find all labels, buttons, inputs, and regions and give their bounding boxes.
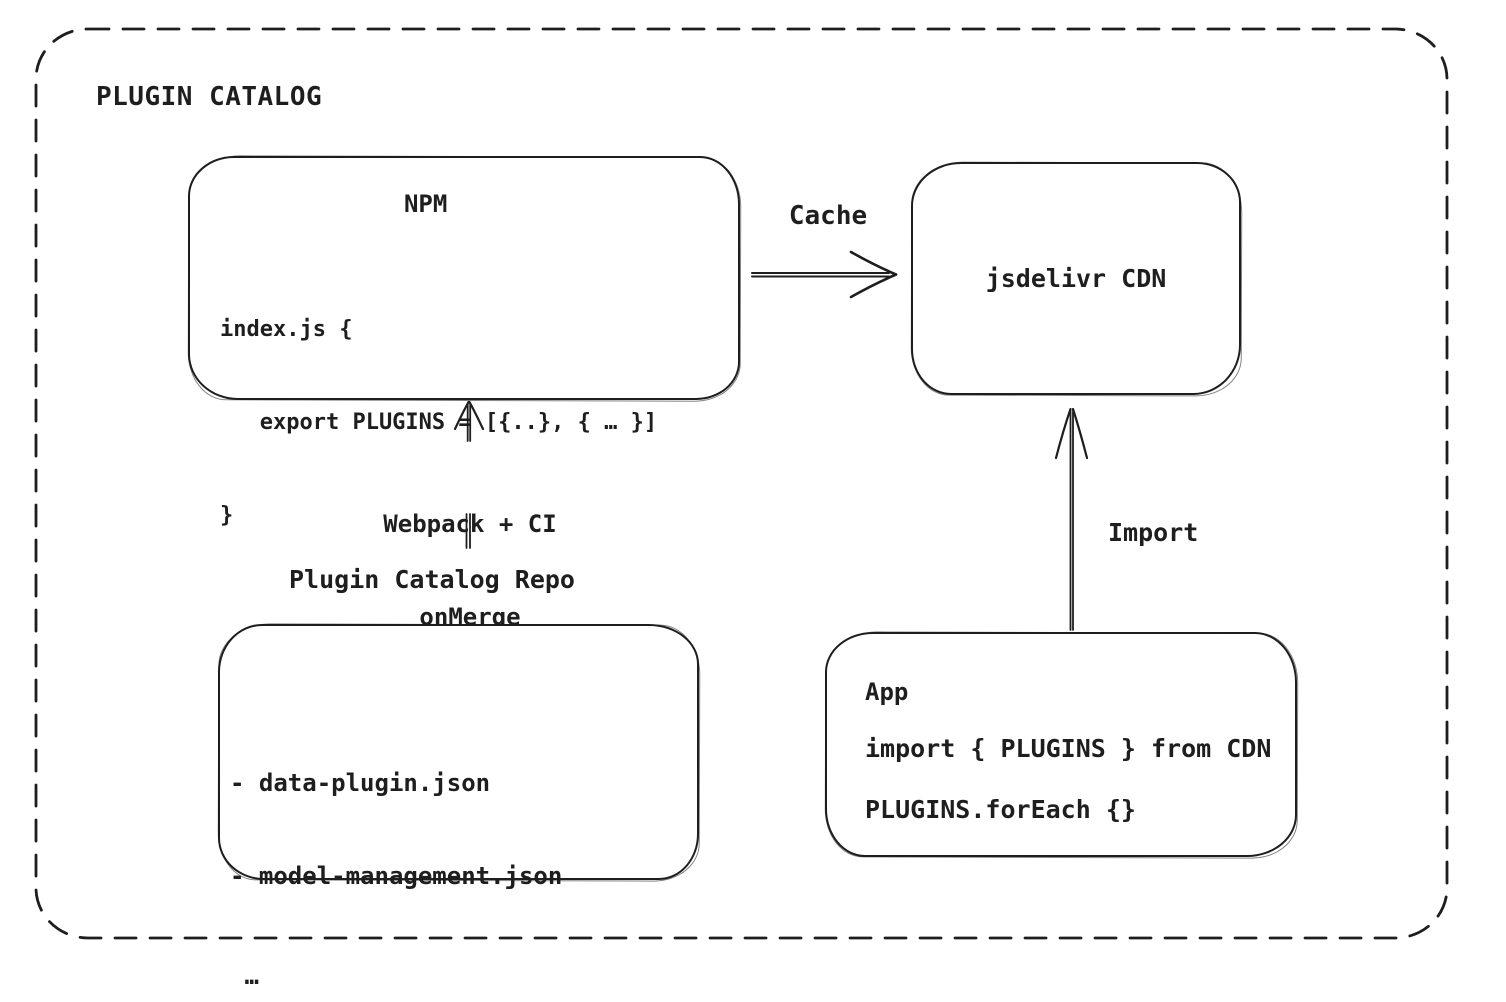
repo-node-title: Plugin Catalog Repo [289,565,575,594]
cdn-node: jsdelivr CDN [911,162,1241,395]
import-edge-label: Import [1108,518,1199,547]
npm-code-line: export PLUGINS = [{..}, { … }] [220,410,658,435]
build-arrow-head [453,400,485,442]
repo-file-line: … [230,962,259,990]
npm-code-block: index.js { export PLUGINS = [{..}, { … }… [220,252,657,593]
cache-edge-label: Cache [788,201,868,231]
build-arrow-tail [465,513,471,549]
app-code-line: import { PLUGINS } from CDN [865,734,1272,763]
repo-file-list: - data-plugin.json - model-management.js… [230,706,562,1002]
app-node: App import { PLUGINS } from CDN PLUGINS.… [825,632,1297,857]
app-code-line: PLUGINS.forEach {} [865,795,1136,824]
repo-file-line: - data-plugin.json [230,769,491,797]
build-edge-label-line: Webpack + CI [383,510,557,538]
diagram-title: PLUGIN CATALOG [96,82,323,112]
repo-file-line: - model-management.json [230,862,563,890]
npm-node-title: NPM [403,190,448,218]
npm-code-line: } [220,503,234,528]
app-node-title: App [865,678,909,706]
cdn-node-label: jsdelivr CDN [985,264,1167,293]
repo-node: - data-plugin.json - model-management.js… [218,624,699,990]
import-arrow [1054,407,1089,631]
cache-arrow [751,250,898,299]
npm-code-line: index.js { [220,317,353,342]
npm-node: NPM index.js { export PLUGINS = [{..}, {… [188,156,740,528]
